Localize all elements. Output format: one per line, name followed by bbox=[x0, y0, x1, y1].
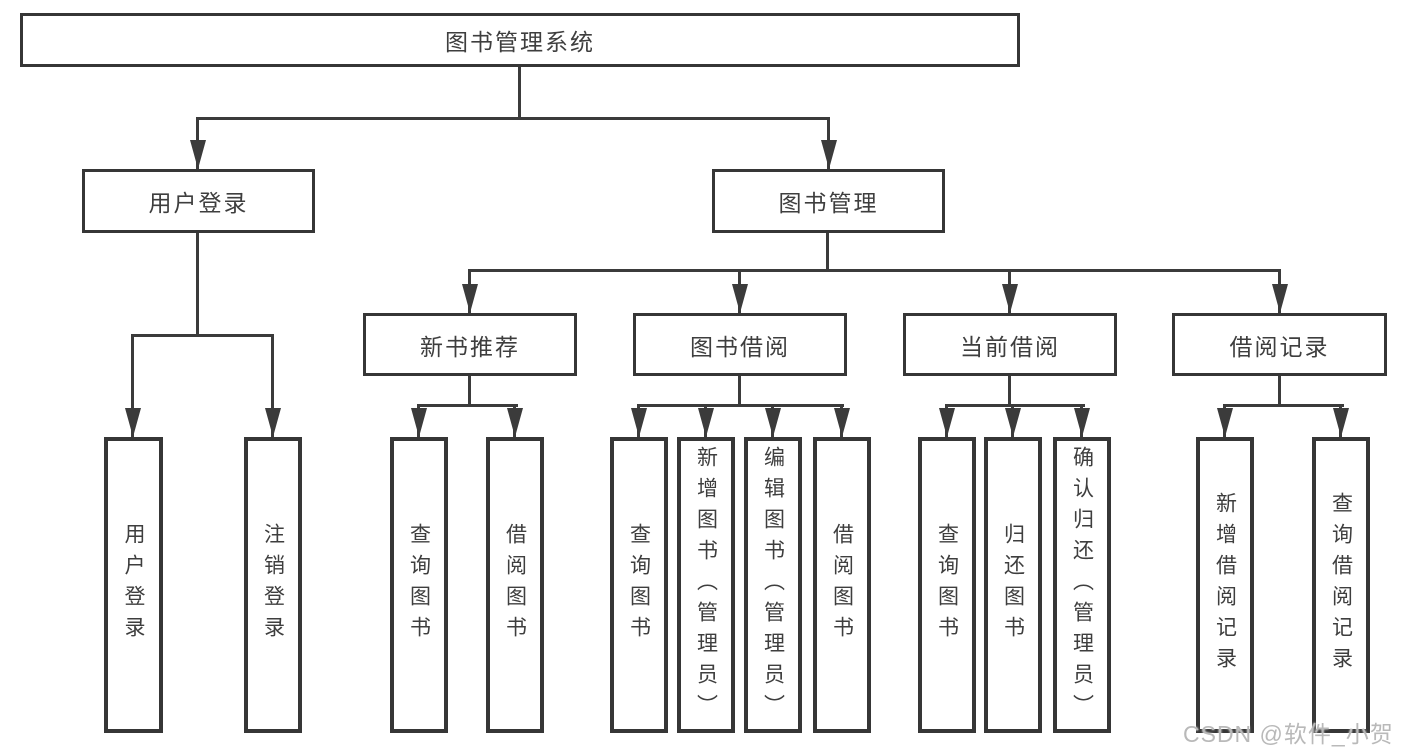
arrowhead-down-icon bbox=[698, 408, 714, 437]
arrowhead-down-icon bbox=[732, 284, 748, 313]
arrowhead-down-icon bbox=[834, 408, 850, 437]
line-segment bbox=[637, 404, 844, 407]
arrowhead-down-icon bbox=[411, 408, 427, 437]
leaf-query-books-current: 查询图书 bbox=[918, 437, 976, 733]
arrowhead-down-icon bbox=[265, 408, 281, 437]
line-segment bbox=[1278, 376, 1281, 407]
node-book-borrow: 图书借阅 bbox=[633, 313, 847, 376]
line-segment bbox=[468, 269, 1281, 272]
line-segment bbox=[826, 233, 829, 272]
arrowhead-down-icon bbox=[631, 408, 647, 437]
leaf-edit-book-admin: 编辑图书（管理员） bbox=[744, 437, 802, 733]
arrowhead-down-icon bbox=[462, 284, 478, 313]
line-segment bbox=[131, 334, 274, 337]
node-user-login: 用户登录 bbox=[82, 169, 315, 233]
arrowhead-down-icon bbox=[507, 408, 523, 437]
line-segment bbox=[196, 117, 830, 120]
line-segment bbox=[271, 334, 274, 437]
leaf-add-book-admin: 新增图书（管理员） bbox=[677, 437, 735, 733]
line-segment bbox=[518, 67, 521, 119]
leaf-borrow-books-recommend: 借阅图书 bbox=[486, 437, 544, 733]
leaf-return-book: 归还图书 bbox=[984, 437, 1042, 733]
arrowhead-down-icon bbox=[1002, 284, 1018, 313]
leaf-borrow-books-borrow: 借阅图书 bbox=[813, 437, 871, 733]
leaf-user-login: 用户登录 bbox=[104, 437, 163, 733]
line-segment bbox=[738, 376, 741, 407]
arrowhead-down-icon bbox=[1333, 408, 1349, 437]
arrowhead-down-icon bbox=[1217, 408, 1233, 437]
node-current-borrow: 当前借阅 bbox=[903, 313, 1117, 376]
line-segment bbox=[945, 404, 1085, 407]
line-segment bbox=[468, 376, 471, 407]
node-new-book-recommend: 新书推荐 bbox=[363, 313, 577, 376]
leaf-confirm-return-admin: 确认归还（管理员） bbox=[1053, 437, 1111, 733]
leaf-query-books-borrow: 查询图书 bbox=[610, 437, 668, 733]
line-segment bbox=[417, 404, 518, 407]
leaf-logout-login: 注销登录 bbox=[244, 437, 302, 733]
leaf-query-books-recommend: 查询图书 bbox=[390, 437, 448, 733]
leaf-add-borrow-record: 新增借阅记录 bbox=[1196, 437, 1254, 733]
arrowhead-down-icon bbox=[1005, 408, 1021, 437]
node-library-system: 图书管理系统 bbox=[20, 13, 1020, 67]
line-segment bbox=[1223, 404, 1344, 407]
csdn-watermark: CSDN @软件_小贺同学 bbox=[1183, 721, 1394, 747]
arrowhead-down-icon bbox=[190, 140, 206, 169]
node-borrow-records: 借阅记录 bbox=[1172, 313, 1387, 376]
line-segment bbox=[1008, 376, 1011, 407]
arrowhead-down-icon bbox=[765, 408, 781, 437]
arrowhead-down-icon bbox=[125, 408, 141, 437]
node-book-management: 图书管理 bbox=[712, 169, 945, 233]
arrowhead-down-icon bbox=[1272, 284, 1288, 313]
line-segment bbox=[131, 334, 134, 437]
leaf-query-borrow-record: 查询借阅记录 bbox=[1312, 437, 1370, 733]
arrowhead-down-icon bbox=[939, 408, 955, 437]
arrowhead-down-icon bbox=[821, 140, 837, 169]
arrowhead-down-icon bbox=[1074, 408, 1090, 437]
line-segment bbox=[196, 233, 199, 337]
